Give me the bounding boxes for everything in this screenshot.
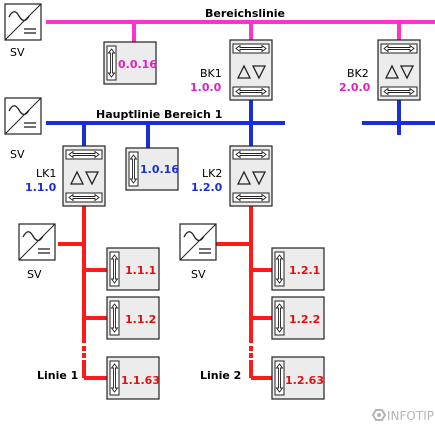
linie1-label: Linie 1: [37, 369, 78, 382]
device-1016-address: 1.0.16: [140, 163, 179, 176]
bk2-address: 2.0.0: [339, 81, 371, 94]
watermark-text: INFOTIP: [387, 409, 434, 423]
device-1263-address: 1.2.63: [285, 374, 324, 387]
hauptlinie-label: Hauptlinie Bereich 1: [96, 108, 222, 121]
lk2-coupler-icon: [229, 145, 273, 207]
device-1163-address: 1.1.63: [121, 374, 160, 387]
lk1-address: 1.1.0: [25, 181, 57, 194]
lk1-name: LK1: [36, 167, 56, 180]
sv-label-linie2: SV: [191, 268, 206, 281]
sv-label-bereich: SV: [10, 46, 25, 59]
linie2-label: Linie 2: [200, 369, 241, 382]
lk1-coupler-icon: [62, 145, 106, 207]
lk2-name: LK2: [202, 167, 222, 180]
device-111-address: 1.1.1: [125, 264, 156, 277]
bk2-name: BK2: [347, 67, 369, 80]
device-0016-address: 0.0.16: [118, 58, 157, 71]
device-122-address: 1.2.2: [289, 313, 320, 326]
bereichslinie-label: Bereichslinie: [205, 7, 285, 20]
sv-label-hauptlinie: SV: [10, 148, 25, 161]
bk1-coupler-icon: [229, 39, 273, 101]
sv-label-linie1: SV: [27, 268, 42, 281]
bk1-name: BK1: [200, 67, 222, 80]
lk2-address: 1.2.0: [191, 181, 223, 194]
infotip-logo-icon: [371, 409, 387, 421]
bk1-address: 1.0.0: [190, 81, 222, 94]
power-supply-bereich-icon: [4, 3, 42, 41]
power-supply-linie1-icon: [18, 223, 56, 261]
device-121-address: 1.2.1: [289, 264, 320, 277]
device-112-address: 1.1.2: [125, 313, 156, 326]
power-supply-linie2-icon: [179, 223, 217, 261]
power-supply-hauptlinie-icon: [4, 97, 42, 135]
bk2-coupler-icon: [377, 39, 421, 101]
